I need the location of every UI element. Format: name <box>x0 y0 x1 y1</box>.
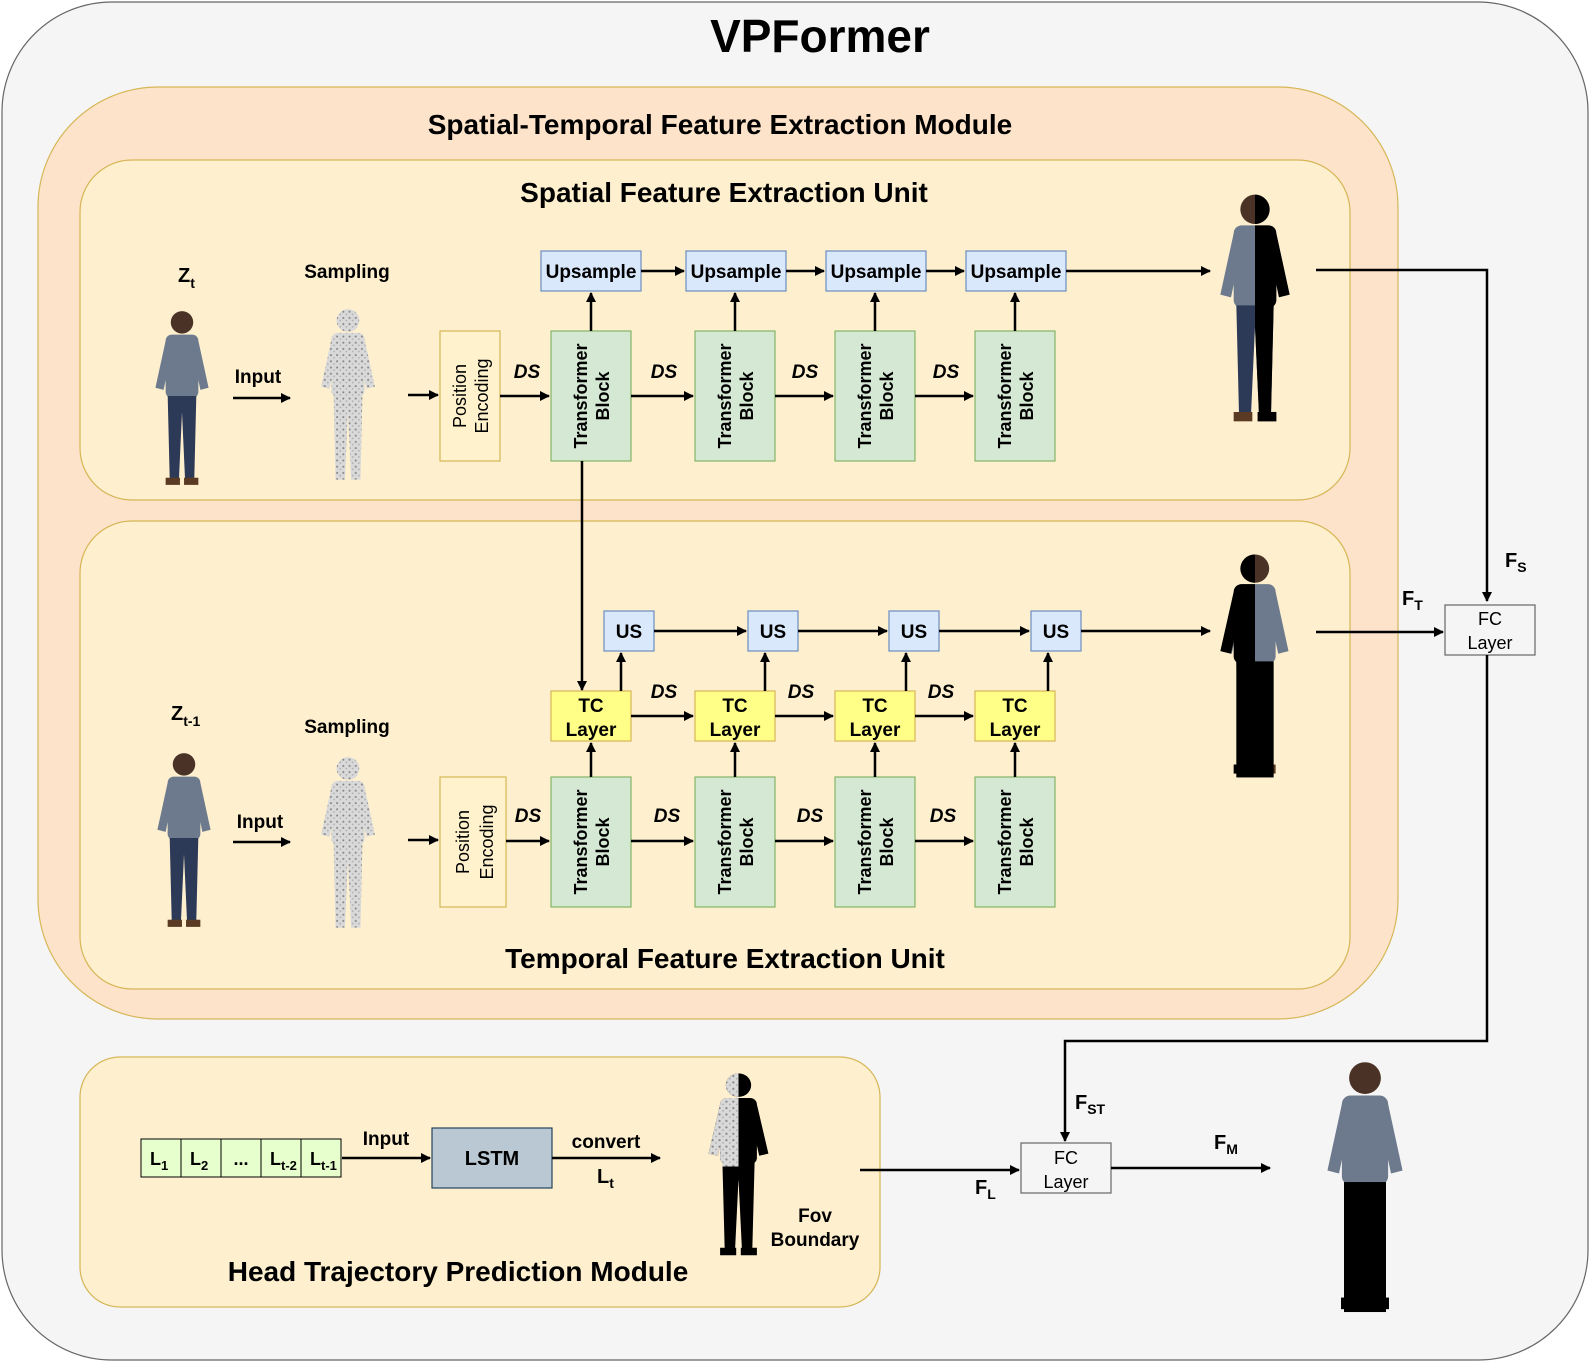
spatial-ds-label: DS <box>651 362 678 383</box>
upsample-label: Upsample <box>831 262 922 283</box>
temporal-sampling-label: Sampling <box>304 717 390 738</box>
upsample-box <box>965 250 1067 292</box>
head-module-title: Head Trajectory Prediction Module <box>228 1256 689 1287</box>
upsample-box <box>685 250 787 292</box>
temporal-transformer-block <box>974 776 1056 908</box>
fst-arrow <box>1060 655 1489 1142</box>
seq-label: L1 <box>150 1149 168 1173</box>
spatial-transformer-block <box>834 330 916 462</box>
spatial-position-encoding <box>439 330 501 462</box>
temporal-input-label: Input <box>237 812 284 833</box>
head-input-label: Input <box>363 1129 410 1150</box>
spatial-transformer-block <box>974 330 1056 462</box>
ft-label: FT <box>1402 588 1423 613</box>
tc-ds-label: DS <box>788 682 815 703</box>
upsample-label: Upsample <box>691 262 782 283</box>
spatial-z-label: Zt <box>178 265 195 291</box>
us-box <box>888 610 940 652</box>
upsample-label: Upsample <box>546 262 637 283</box>
fst-label: FST <box>1075 1092 1106 1117</box>
upsample-box <box>825 250 927 292</box>
spatial-ds-label: DS <box>514 362 541 383</box>
seq-box <box>180 1138 222 1178</box>
upsample-label: Upsample <box>971 262 1062 283</box>
final-output-person <box>1327 1062 1403 1313</box>
spatial-ds-label: DS <box>933 362 960 383</box>
tc-layer <box>834 690 916 742</box>
temporal-unit-title: Temporal Feature Extraction Unit <box>505 943 945 974</box>
tc-layer <box>550 690 632 742</box>
us-label: US <box>1043 622 1069 643</box>
spatial-transformer-block <box>550 330 632 462</box>
tc-ds-label: DS <box>651 682 678 703</box>
spatial-unit-title: Spatial Feature Extraction Unit <box>520 177 928 208</box>
fl-label: FL <box>975 1177 996 1202</box>
temporal-transformer-block <box>550 776 632 908</box>
seq-label: ... <box>233 1149 248 1169</box>
us-label: US <box>760 622 786 643</box>
tc-layer <box>974 690 1056 742</box>
seq-label: L2 <box>190 1149 208 1173</box>
fs-arrow <box>1316 268 1492 602</box>
us-box <box>747 610 799 652</box>
us-label: US <box>616 622 642 643</box>
seq-box <box>140 1138 182 1178</box>
us-box <box>603 610 655 652</box>
temporal-ds-label: DS <box>930 806 957 827</box>
fm-label: FM <box>1214 1132 1238 1157</box>
convert-label: convert <box>572 1132 641 1153</box>
temporal-ds-label: DS <box>515 806 542 827</box>
fc-layer-bottom <box>1020 1142 1112 1194</box>
temporal-transformer-block <box>694 776 776 908</box>
temporal-unit-box <box>79 520 1351 990</box>
spatial-sampling-label: Sampling <box>304 262 390 283</box>
tc-ds-label: DS <box>928 682 955 703</box>
spatial-transformer-block <box>694 330 776 462</box>
fs-label: FS <box>1505 550 1527 575</box>
seq-label: Lt-1 <box>310 1149 337 1173</box>
temporal-transformer-block <box>834 776 916 908</box>
seq-box <box>300 1138 342 1178</box>
tc-layer <box>694 690 776 742</box>
spatial-ds-label: DS <box>792 362 819 383</box>
us-label: US <box>901 622 927 643</box>
temporal-ds-label: DS <box>654 806 681 827</box>
temporal-position-encoding <box>439 776 507 908</box>
st-module-title: Spatial-Temporal Feature Extraction Modu… <box>428 109 1012 140</box>
fc-layer-top <box>1444 604 1536 656</box>
temporal-ds-label: DS <box>797 806 824 827</box>
temporal-z-label: Zt-1 <box>171 703 201 729</box>
lstm-label: LSTM <box>465 1148 519 1170</box>
spatial-input-label: Input <box>235 367 282 388</box>
lt-label: Lt <box>597 1166 614 1191</box>
temporal-output-person <box>1220 554 1289 778</box>
seq-label: Lt-2 <box>270 1149 297 1173</box>
vpformer-title: VPFormer <box>710 10 930 62</box>
us-box <box>1030 610 1082 652</box>
